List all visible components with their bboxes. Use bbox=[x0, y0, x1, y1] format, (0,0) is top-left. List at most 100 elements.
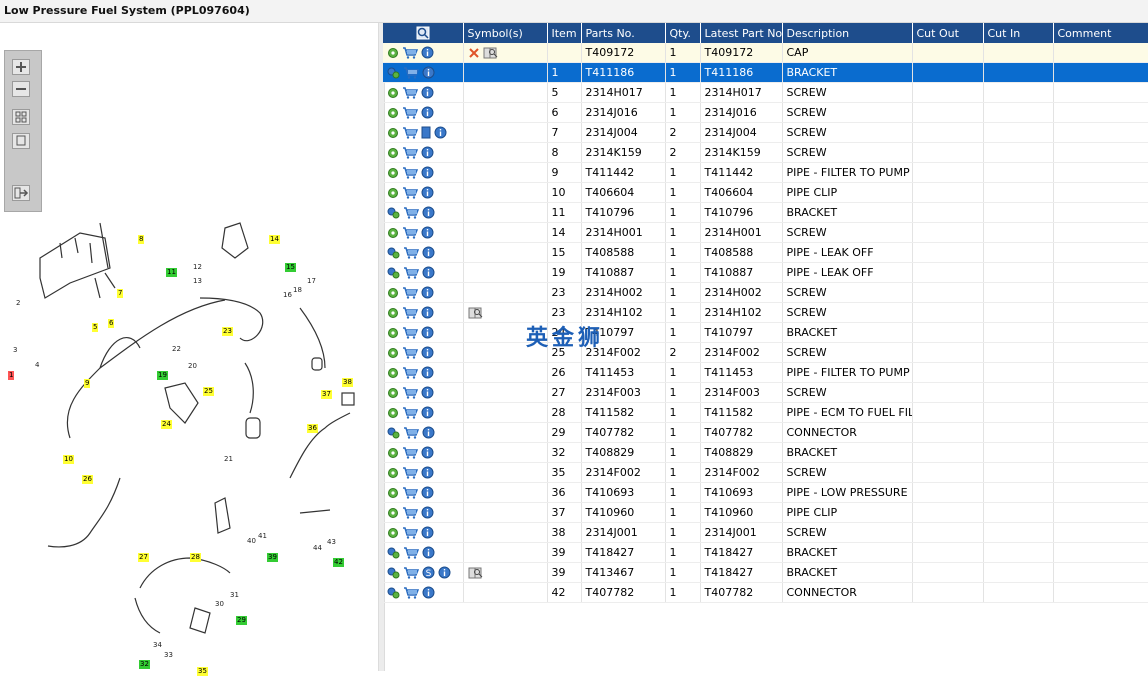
callout-42[interactable]: 42 bbox=[333, 558, 344, 567]
gear-icon[interactable] bbox=[387, 367, 399, 379]
cart-icon[interactable] bbox=[402, 487, 418, 499]
info-icon[interactable] bbox=[421, 326, 434, 339]
cart-icon[interactable] bbox=[402, 167, 418, 179]
cart-icon[interactable] bbox=[402, 387, 418, 399]
callout-26[interactable]: 26 bbox=[82, 475, 93, 484]
callout-1[interactable]: 1 bbox=[8, 371, 15, 380]
cart-icon[interactable] bbox=[402, 107, 418, 119]
cart-icon[interactable] bbox=[403, 427, 419, 439]
callout-28[interactable]: 28 bbox=[190, 553, 201, 562]
callout-27[interactable]: 27 bbox=[138, 553, 149, 562]
column-cut-in[interactable]: Cut In bbox=[983, 23, 1054, 43]
gear-icon[interactable] bbox=[387, 287, 399, 299]
info-icon[interactable] bbox=[422, 546, 435, 559]
export-icon[interactable] bbox=[12, 185, 30, 201]
cart-icon[interactable] bbox=[402, 407, 418, 419]
gear-icon[interactable] bbox=[387, 87, 399, 99]
callout-19[interactable]: 19 bbox=[157, 371, 168, 380]
document-icon[interactable] bbox=[421, 126, 431, 139]
zoom-in-icon[interactable] bbox=[12, 59, 30, 75]
callout-24[interactable]: 24 bbox=[161, 420, 172, 429]
info-icon[interactable] bbox=[438, 566, 451, 579]
info-icon[interactable] bbox=[421, 146, 434, 159]
cart-icon[interactable] bbox=[403, 247, 419, 259]
cart-icon[interactable] bbox=[403, 267, 419, 279]
cart-icon[interactable] bbox=[403, 567, 419, 579]
cart-icon[interactable] bbox=[402, 227, 418, 239]
gear-icon[interactable] bbox=[387, 347, 399, 359]
info-icon[interactable] bbox=[421, 186, 434, 199]
info-icon[interactable] bbox=[421, 446, 434, 459]
info-icon[interactable] bbox=[421, 346, 434, 359]
info-icon[interactable] bbox=[421, 506, 434, 519]
callout-6[interactable]: 6 bbox=[108, 319, 115, 328]
book-search-icon[interactable] bbox=[483, 46, 498, 59]
info-icon[interactable] bbox=[422, 266, 435, 279]
callout-39[interactable]: 39 bbox=[267, 553, 278, 562]
column-description[interactable]: Description bbox=[782, 23, 913, 43]
gear-icon[interactable] bbox=[387, 487, 399, 499]
info-icon[interactable] bbox=[421, 306, 434, 319]
gear-icon[interactable] bbox=[387, 527, 399, 539]
info-icon[interactable] bbox=[434, 126, 447, 139]
callout-38[interactable]: 38 bbox=[342, 378, 353, 387]
callout-29[interactable]: 29 bbox=[236, 616, 247, 625]
callout-25[interactable]: 25 bbox=[203, 387, 214, 396]
cart-icon[interactable] bbox=[402, 87, 418, 99]
callout-37[interactable]: 37 bbox=[321, 390, 332, 399]
cart-icon[interactable] bbox=[402, 147, 418, 159]
info-icon[interactable] bbox=[421, 106, 434, 119]
info-icon[interactable] bbox=[421, 226, 434, 239]
info-icon[interactable] bbox=[422, 586, 435, 599]
supersession-icon[interactable]: S bbox=[422, 566, 435, 579]
gears-icon[interactable] bbox=[387, 267, 400, 279]
callout-35[interactable]: 35 bbox=[197, 667, 208, 676]
fit-icon[interactable] bbox=[12, 109, 30, 125]
cart-icon[interactable] bbox=[402, 347, 418, 359]
cart-icon[interactable] bbox=[402, 187, 418, 199]
info-icon[interactable] bbox=[422, 206, 435, 219]
gear-icon[interactable] bbox=[387, 467, 399, 479]
info-icon[interactable] bbox=[421, 86, 434, 99]
info-icon[interactable] bbox=[422, 246, 435, 259]
diagram-pane[interactable]: 8 14 11 15 7 5 6 23 1 9 19 25 24 38 37 3… bbox=[0, 23, 378, 676]
cart-icon[interactable] bbox=[402, 447, 418, 459]
info-icon[interactable] bbox=[421, 386, 434, 399]
column-parts-no[interactable]: Parts No. bbox=[581, 23, 666, 43]
callout-9[interactable]: 9 bbox=[84, 379, 91, 388]
zoom-out-icon[interactable] bbox=[12, 81, 30, 97]
gear-icon[interactable] bbox=[387, 407, 399, 419]
cart-icon[interactable] bbox=[402, 327, 418, 339]
column-cut-out[interactable]: Cut Out bbox=[912, 23, 984, 43]
cart-icon[interactable] bbox=[403, 587, 419, 599]
gears-icon[interactable] bbox=[387, 567, 400, 579]
info-icon[interactable] bbox=[421, 286, 434, 299]
gear-icon[interactable] bbox=[387, 227, 399, 239]
callout-5[interactable]: 5 bbox=[92, 323, 99, 332]
cart-icon[interactable] bbox=[403, 547, 419, 559]
callout-36[interactable]: 36 bbox=[307, 424, 318, 433]
cart-icon[interactable] bbox=[402, 307, 418, 319]
info-icon[interactable] bbox=[421, 406, 434, 419]
gears-icon[interactable] bbox=[387, 547, 400, 559]
callout-14[interactable]: 14 bbox=[269, 235, 280, 244]
cart-icon[interactable] bbox=[403, 67, 419, 79]
info-icon[interactable] bbox=[421, 526, 434, 539]
info-icon[interactable] bbox=[421, 486, 434, 499]
gears-icon[interactable] bbox=[387, 207, 400, 219]
